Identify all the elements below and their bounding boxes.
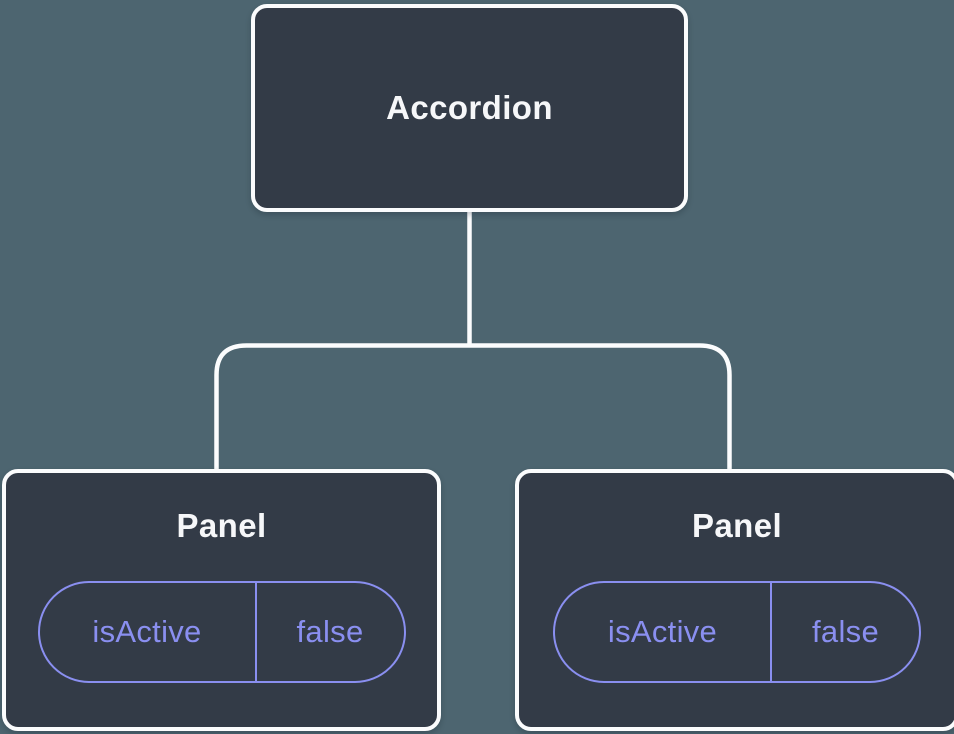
prop-name: isActive (92, 614, 202, 649)
panel-node-label: Panel (691, 507, 783, 544)
prop-pill: isActive false (37, 581, 406, 683)
prop-pill: isActive false (553, 581, 921, 683)
tree-node-panel-left: Panel isActive false (2, 469, 441, 731)
prop-value: false (254, 583, 404, 681)
prop-name: isActive (607, 614, 718, 649)
tree-node-panel-right: Panel isActive false (515, 469, 954, 731)
panel-node-label: Panel (176, 507, 267, 544)
connector-bracket (214, 343, 732, 471)
tree-node-accordion: Accordion (251, 4, 688, 212)
accordion-node-label: Accordion (386, 89, 553, 126)
prop-value: false (770, 583, 919, 681)
